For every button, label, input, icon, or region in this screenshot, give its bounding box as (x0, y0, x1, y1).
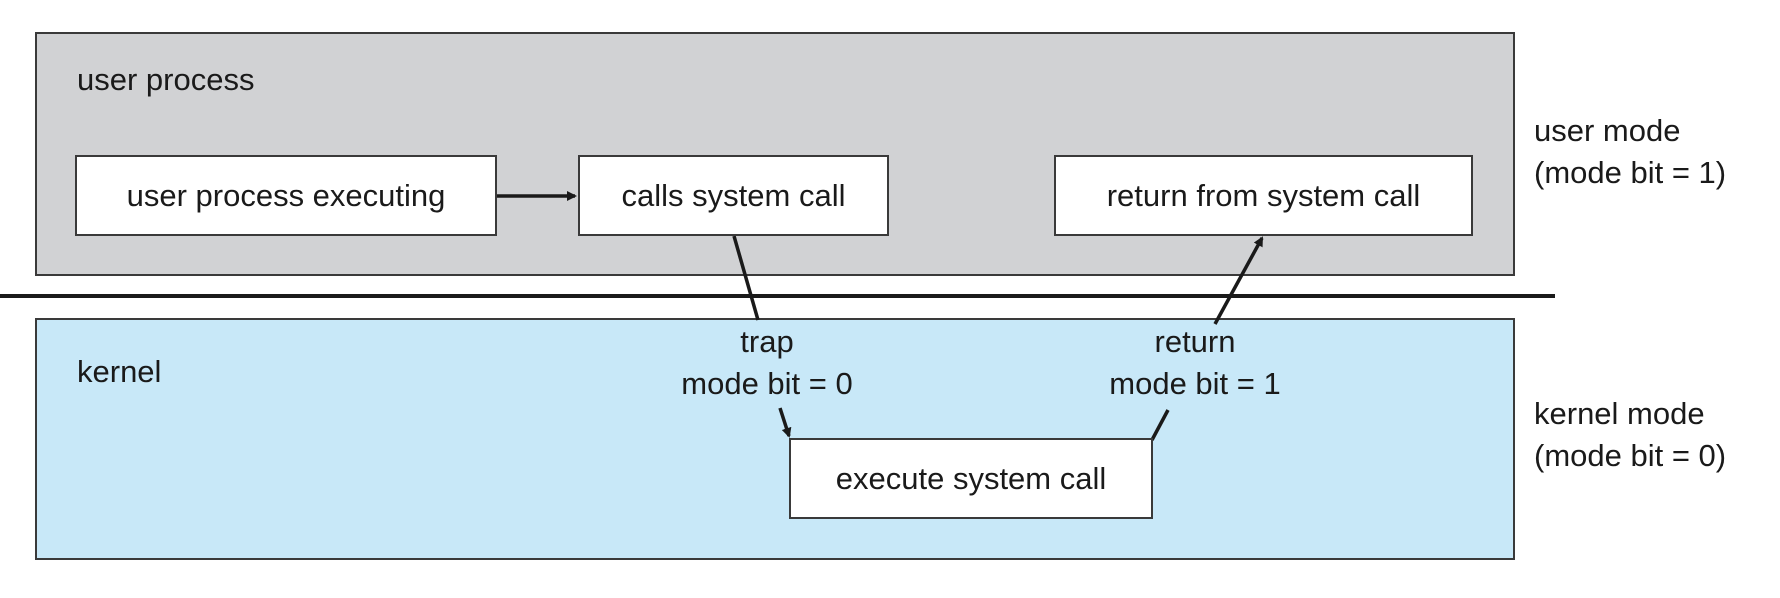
trap-label: trap (740, 324, 794, 359)
execute-system-call-label: execute system call (835, 460, 1107, 496)
kernel-mode-bit: (mode bit = 0) (1534, 438, 1727, 473)
trap-mode-bit-label: mode bit = 0 (681, 366, 853, 401)
user-process-executing-label: user process executing (126, 177, 446, 213)
user-mode-label: user mode (mode bit = 1) (1534, 110, 1726, 194)
kernel-mode-title: kernel mode (1534, 396, 1705, 431)
return-from-system-call-box: return from system call (1054, 155, 1473, 236)
return-label: return (1154, 324, 1236, 359)
trap-edge-label: trap mode bit = 0 (647, 321, 887, 405)
user-mode-bit: (mode bit = 1) (1534, 155, 1727, 190)
user-process-title: user process (77, 62, 255, 97)
kernel-title: kernel (77, 354, 162, 389)
return-arrow-upper (1213, 236, 1264, 325)
user-mode-title: user mode (1534, 113, 1681, 148)
kernel-region: kernel (35, 318, 1515, 560)
user-process-executing-box: user process executing (75, 155, 497, 236)
return-mode-bit-label: mode bit = 1 (1109, 366, 1281, 401)
return-edge-label: return mode bit = 1 (1075, 321, 1315, 405)
return-from-system-call-label: return from system call (1106, 177, 1421, 213)
trap-line-upper (732, 235, 760, 321)
execute-system-call-box: execute system call (789, 438, 1153, 519)
return-line-lower (1150, 409, 1170, 441)
calls-system-call-box: calls system call (578, 155, 889, 236)
kernel-mode-label: kernel mode (mode bit = 0) (1534, 393, 1726, 477)
calls-system-call-label: calls system call (621, 177, 846, 213)
trap-arrow-lower (778, 407, 792, 438)
